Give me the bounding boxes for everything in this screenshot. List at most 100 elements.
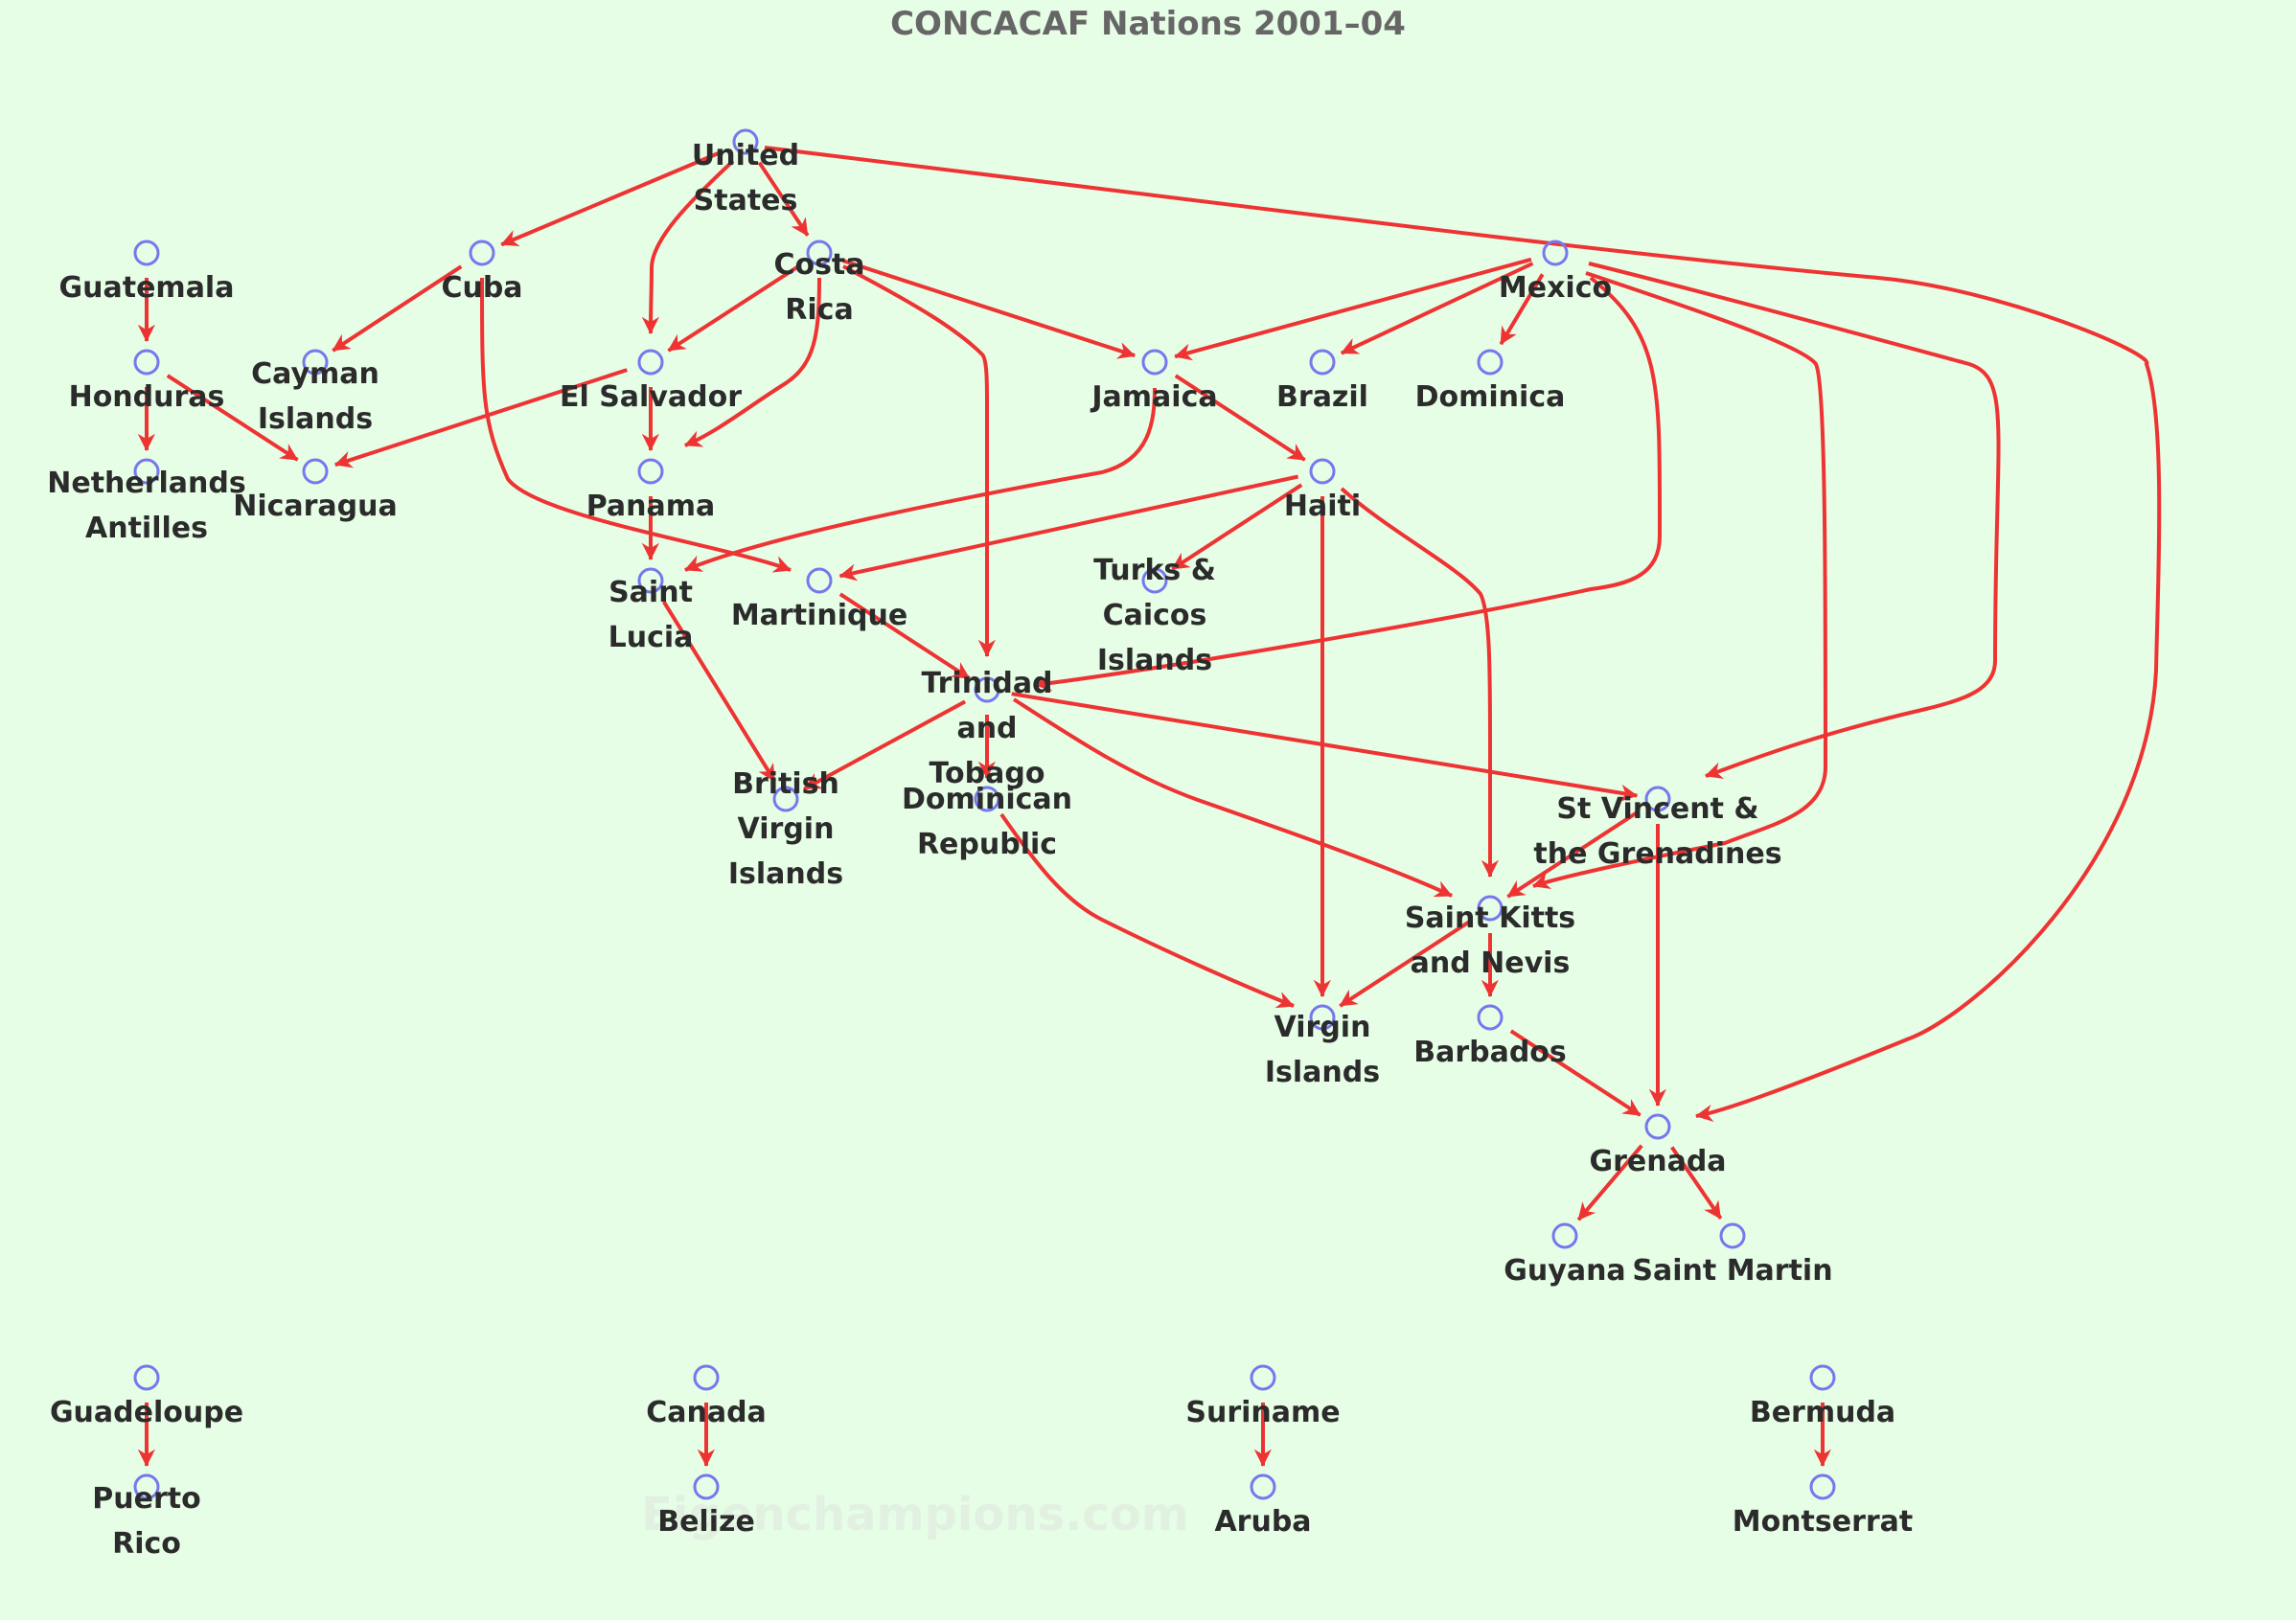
node-honduras[interactable]	[133, 349, 160, 376]
node-label-st-vincent: St Vincent &the Grenadines	[1533, 792, 1781, 871]
node-brazil[interactable]	[1309, 349, 1336, 376]
node-label-line: Guadeloupe	[50, 1396, 243, 1429]
node-label-line: Montserrat	[1733, 1505, 1914, 1539]
node-label-line: Guyana	[1504, 1254, 1625, 1288]
node-label-line: Islands	[1265, 1056, 1380, 1089]
edge-costa-rica-to-trinidad	[842, 264, 996, 657]
node-saint-martin[interactable]	[1719, 1222, 1746, 1249]
node-turks-caicos[interactable]	[1141, 567, 1168, 594]
node-suriname[interactable]	[1250, 1364, 1276, 1391]
edge-trinidad-to-bvi	[803, 699, 967, 791]
edge-haiti-to-st-kitts	[1340, 487, 1499, 878]
node-label-line: Tobago	[930, 757, 1045, 790]
node-panama[interactable]	[637, 458, 664, 485]
node-haiti[interactable]	[1309, 458, 1336, 485]
edge-barbados-to-grenada	[1509, 1029, 1642, 1117]
node-st-vincent[interactable]	[1644, 786, 1671, 812]
node-jamaica[interactable]	[1141, 349, 1168, 376]
node-label-el-salvador: El Salvador	[560, 380, 742, 414]
node-label-line: Panama	[586, 490, 716, 523]
node-label-line: Virgin	[1274, 1011, 1371, 1044]
node-label-guyana: Guyana	[1504, 1254, 1625, 1288]
node-label-guatemala: Guatemala	[59, 271, 235, 305]
node-virgin-islands[interactable]	[1309, 1004, 1336, 1031]
nodes-layer	[133, 128, 1836, 1500]
edge-jamaica-to-haiti	[1174, 374, 1306, 462]
node-grenada[interactable]	[1644, 1113, 1671, 1140]
node-martinique[interactable]	[806, 567, 833, 594]
node-label-line: Islands	[258, 402, 373, 436]
node-belize[interactable]	[693, 1473, 720, 1500]
edge-martinique-to-trinidad	[838, 592, 971, 680]
edge-usa-to-costa-rica	[757, 161, 810, 237]
node-guadeloupe[interactable]	[133, 1364, 160, 1391]
node-label-nicaragua: Nicaragua	[233, 490, 398, 523]
node-label-line: Saint Martin	[1632, 1254, 1832, 1288]
node-puerto-rico[interactable]	[133, 1473, 160, 1500]
node-label-haiti: Haiti	[1284, 490, 1361, 523]
node-label-line: Canada	[646, 1396, 767, 1429]
node-cayman[interactable]	[302, 349, 329, 376]
node-label-line: Honduras	[69, 380, 225, 414]
node-label-line: and Nevis	[1411, 947, 1571, 980]
edge-st-vincent-to-st-kitts	[1506, 810, 1639, 899]
node-dominica[interactable]	[1477, 349, 1504, 376]
node-label-line: Rica	[785, 293, 853, 327]
node-label-saint-martin: Saint Martin	[1632, 1254, 1832, 1288]
node-cuba[interactable]	[469, 240, 495, 266]
node-barbados[interactable]	[1477, 1004, 1504, 1031]
node-saint-lucia[interactable]	[637, 567, 664, 594]
node-label-line: Jamaica	[1090, 380, 1217, 414]
node-bvi[interactable]	[772, 786, 799, 812]
node-label-line: United	[692, 139, 799, 172]
node-label-montserrat: Montserrat	[1733, 1505, 1914, 1539]
node-label-line: Trinidad	[921, 667, 1052, 700]
node-trinidad[interactable]	[974, 676, 1000, 703]
edge-usa-to-el-salvador	[641, 159, 735, 334]
edge-jamaica-to-saint-lucia	[684, 387, 1157, 572]
edge-mexico-to-brazil	[1340, 262, 1534, 355]
node-usa[interactable]	[732, 128, 759, 155]
node-guyana[interactable]	[1551, 1222, 1578, 1249]
node-label-line: Rico	[112, 1527, 181, 1561]
node-dominican-rep[interactable]	[974, 786, 1000, 812]
node-label-line: Saint	[608, 576, 693, 609]
node-label-line: Nicaragua	[233, 490, 398, 523]
node-label-barbados: Barbados	[1413, 1036, 1567, 1069]
node-el-salvador[interactable]	[637, 349, 664, 376]
edge-costa-rica-to-jamaica	[842, 259, 1136, 359]
node-st-kitts[interactable]	[1477, 895, 1504, 922]
node-montserrat[interactable]	[1809, 1473, 1836, 1500]
node-label-line: Netherlands	[47, 467, 246, 500]
node-costa-rica[interactable]	[806, 240, 833, 266]
edge-grenada-to-saint-martin	[1670, 1146, 1723, 1220]
edge-cuba-to-martinique	[480, 277, 792, 573]
edge-grenada-to-guyana	[1576, 1144, 1643, 1221]
node-bermuda[interactable]	[1809, 1364, 1836, 1391]
node-label-line: Islands	[728, 857, 843, 891]
node-canada[interactable]	[693, 1364, 720, 1391]
node-nicaragua[interactable]	[302, 458, 329, 485]
node-label-line: Grenada	[1589, 1145, 1726, 1178]
node-label-line: Martinique	[731, 599, 907, 632]
edges-layer	[137, 146, 2162, 1467]
edge-mexico-to-st-kitts	[1532, 271, 1828, 890]
node-guatemala[interactable]	[133, 240, 160, 266]
node-label-dominica: Dominica	[1415, 380, 1566, 414]
node-label-line: Cayman	[251, 357, 379, 391]
node-label-line: the Grenadines	[1533, 837, 1781, 871]
node-label-line: Suriname	[1185, 1396, 1340, 1429]
node-neth-antilles[interactable]	[133, 458, 160, 485]
node-label-line: Barbados	[1413, 1036, 1567, 1069]
node-mexico[interactable]	[1542, 240, 1569, 266]
node-label-line: Puerto	[92, 1482, 200, 1516]
node-aruba[interactable]	[1250, 1473, 1276, 1500]
